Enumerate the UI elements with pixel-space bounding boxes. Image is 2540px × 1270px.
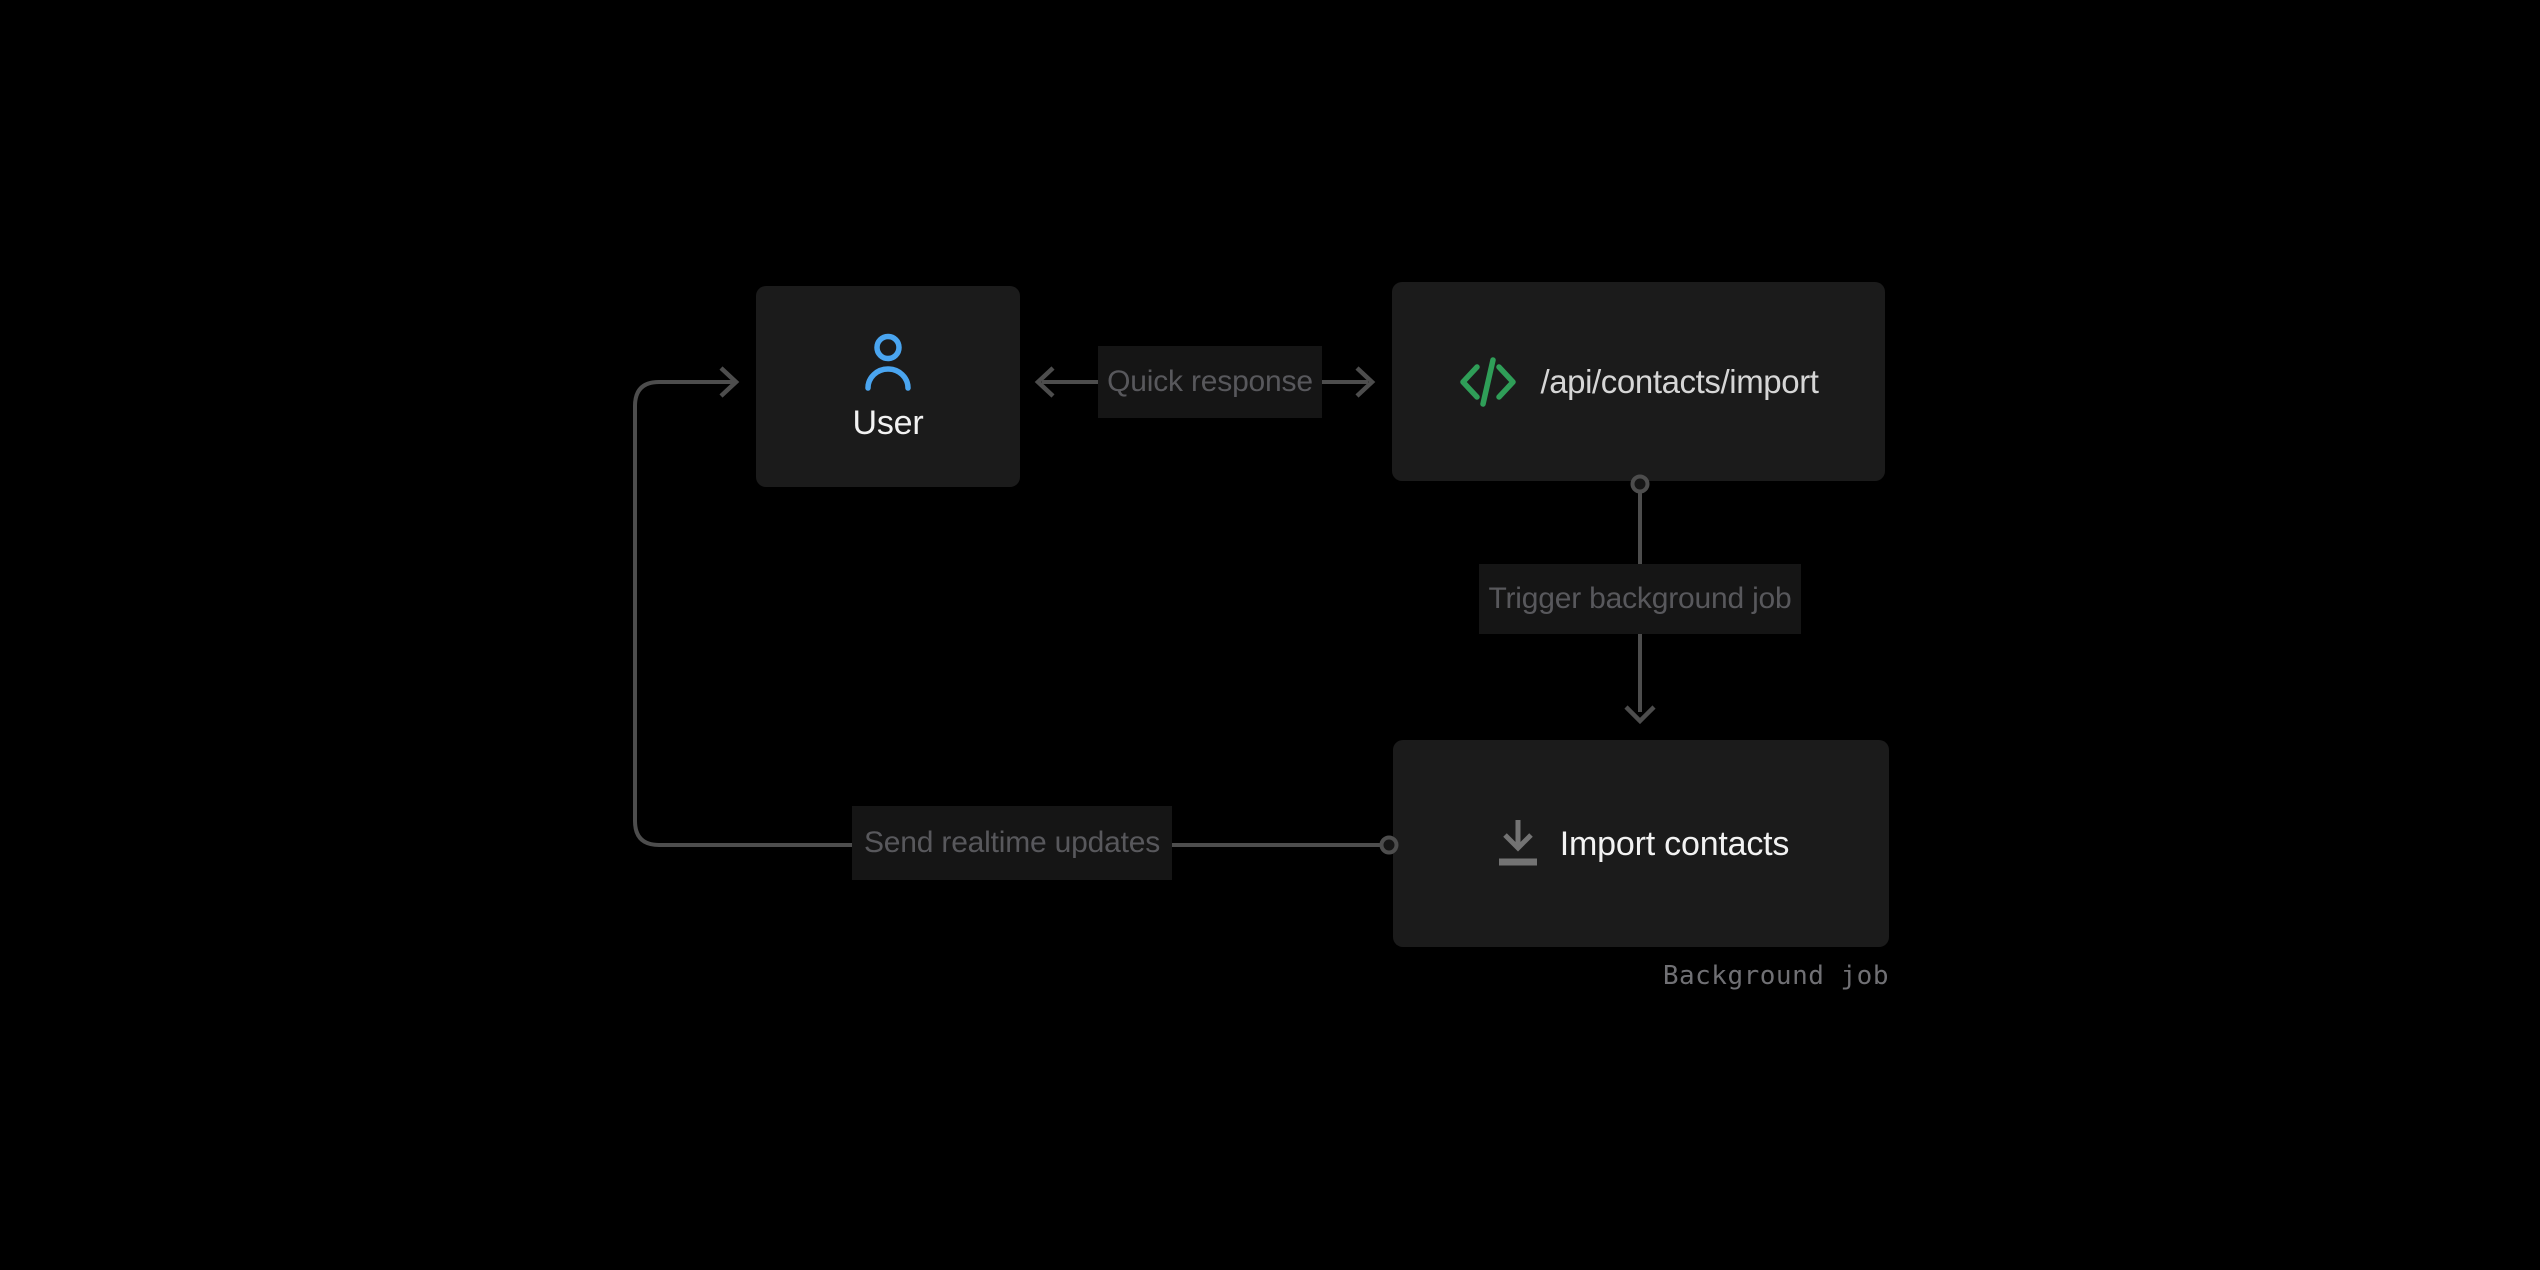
edge-label-send-realtime-updates: Send realtime updates xyxy=(852,806,1172,880)
node-api-endpoint: /api/contacts/import xyxy=(1392,282,1885,481)
node-import-label: Import contacts xyxy=(1559,824,1790,863)
code-icon xyxy=(1460,356,1517,407)
node-api-label: /api/contacts/import xyxy=(1540,363,1819,400)
arrowhead-down-icon xyxy=(1624,705,1656,725)
node-user: User xyxy=(756,286,1020,487)
arrowhead-left-icon xyxy=(1034,366,1055,398)
edge-label-quick-response: Quick response xyxy=(1098,346,1322,418)
arrowhead-right-icon xyxy=(719,366,740,398)
background-job-caption: Background job xyxy=(1662,961,1889,991)
node-import-contacts: Import contacts xyxy=(1393,740,1889,947)
node-user-label: User xyxy=(852,404,924,442)
user-icon xyxy=(865,333,911,391)
download-icon xyxy=(1498,819,1537,865)
arrowhead-right-icon xyxy=(1355,366,1376,398)
edge-label-trigger-background-job: Trigger background job xyxy=(1479,564,1801,634)
